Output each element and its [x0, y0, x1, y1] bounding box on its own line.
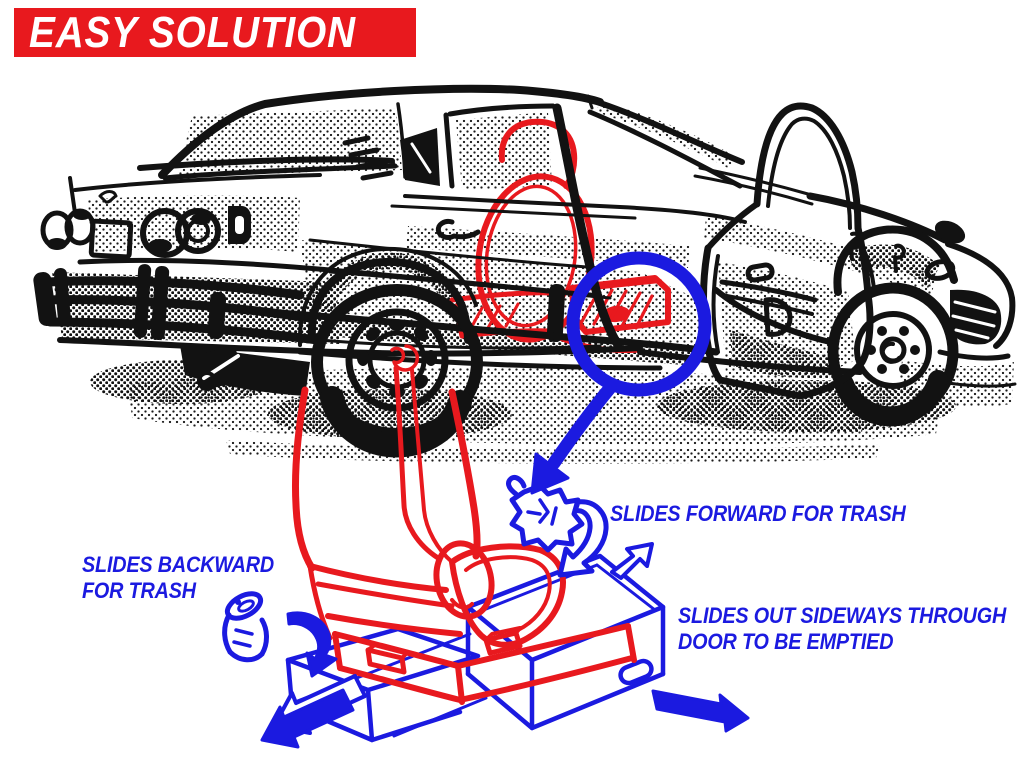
highlight-circle — [566, 251, 712, 397]
arrow-out-left — [260, 674, 367, 749]
trash-paper-icon — [506, 475, 585, 553]
seat-detail-sketch — [291, 344, 637, 705]
annotation-slides-sideways: SLIDES OUT SIDEWAYS THROUGH DOOR TO BE E… — [678, 603, 1007, 654]
annotation-slides-forward: SLIDES FORWARD FOR TRASH — [610, 501, 906, 526]
annotation-slides-backward: SLIDES BACKWARD FOR TRASH — [82, 552, 275, 603]
pointer-arrow — [530, 381, 617, 495]
arrow-forward-slot — [557, 499, 609, 578]
arrow-out-right — [651, 689, 750, 733]
blue-annotations — [222, 251, 750, 749]
title-banner-label: EASY SOLUTION — [29, 7, 356, 57]
car-sketch — [33, 84, 1017, 458]
trash-can-icon — [222, 591, 269, 663]
title-banner: EASY SOLUTION — [14, 8, 416, 57]
arrow-backward-slot — [286, 611, 338, 678]
arrow-forward-out — [610, 542, 654, 580]
